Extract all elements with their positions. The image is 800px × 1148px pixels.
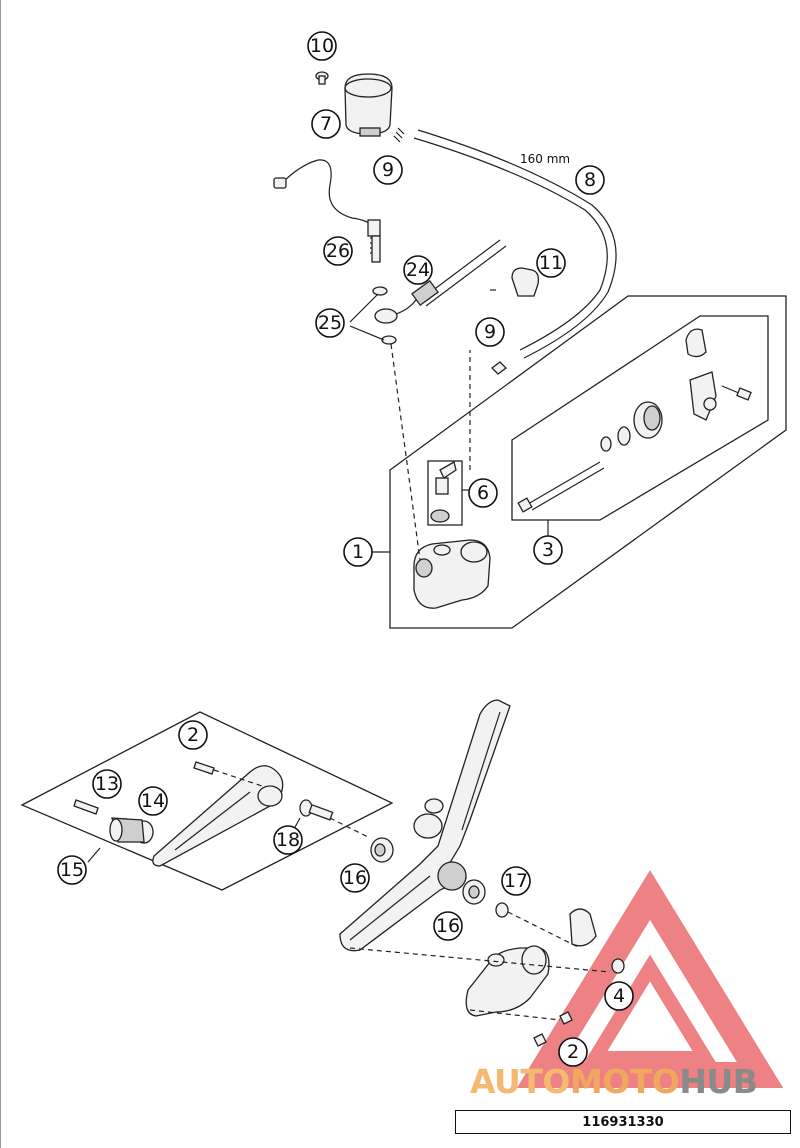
banjo-fitting [374,308,398,324]
assembly-frame-3 [511,315,769,521]
callout-8: 8 [575,165,605,195]
connector-frame [427,460,463,526]
brake-lever [152,765,284,867]
washer-top [372,286,388,296]
svg-text:16: 16 [436,915,460,937]
brake-line [411,239,507,307]
watermark-triangle [516,870,784,1088]
screw-2-lower [533,1033,547,1047]
cap-screw [315,71,329,85]
watermark-part2: MOTO [569,1062,680,1101]
callout-26: 26 [323,236,353,266]
callout-9-lower: 9 [475,317,505,347]
hose-clamp-upper [393,127,405,143]
svg-text:2: 2 [187,724,199,746]
svg-text:7: 7 [320,113,332,135]
callout-16-lower: 16 [433,911,463,941]
part-number-box: 116931330 [455,1110,791,1134]
svg-text:2: 2 [567,1041,579,1063]
reservoir-connector [430,461,457,523]
sensor-cable [281,159,373,226]
svg-text:8: 8 [584,169,596,191]
svg-text:9: 9 [484,321,496,343]
callout-6: 6 [468,478,498,508]
bushing-16-lower-inner [468,885,480,899]
svg-text:24: 24 [406,259,430,281]
svg-text:10: 10 [310,35,334,57]
sensor-plug [273,177,287,189]
lower-master-cylinder [465,908,597,1017]
watermark-part3: HUB [679,1062,758,1101]
master-cylinder [413,539,491,609]
sensor-switch [367,219,381,263]
hose-clamp-lower [491,361,507,375]
svg-text:18: 18 [276,829,300,851]
svg-text:11: 11 [539,252,563,274]
leader-dash-1 [390,343,421,561]
pivot-pin [299,799,334,821]
svg-text:3: 3 [542,539,554,561]
callout-9-upper: 9 [373,155,403,185]
svg-text:13: 13 [95,773,119,795]
svg-text:4: 4 [613,985,625,1007]
callout-4: 4 [604,981,634,1011]
assembly-frame-1 [389,295,787,629]
svg-text:26: 26 [326,240,350,262]
svg-text:9: 9 [382,159,394,181]
reservoir [344,73,393,137]
svg-text:15: 15 [60,859,84,881]
callout-1: 1 [343,537,373,567]
bushing-16-upper-inner [374,843,386,857]
washer-17 [495,902,509,918]
nut-lower [559,1011,573,1025]
reservoir-hose-edge [417,129,617,359]
svg-text:14: 14 [141,790,165,812]
svg-text:1: 1 [352,541,364,563]
watermark-logo: AUTOMOTOHUB [470,1062,800,1106]
callout-17: 17 [501,866,531,896]
screw-13 [73,799,99,815]
callout-10: 10 [307,31,337,61]
callout-11: 11 [536,248,566,278]
washer-bottom [381,335,397,345]
reservoir-hose [413,137,608,351]
svg-text:6: 6 [477,482,489,504]
callout-15: 15 [57,855,87,885]
callout-2-upper: 2 [178,720,208,750]
callout-25: 25 [315,308,345,338]
callout-16-upper: 16 [340,863,370,893]
callout-7: 7 [311,109,341,139]
svg-text:16: 16 [343,867,367,889]
callout-2-lower: 2 [558,1037,588,1067]
piston-kit [517,328,752,513]
watermark-part1: AUTO [470,1062,570,1101]
footrest-bracket [339,699,511,952]
screw-2-upper [193,761,215,775]
hose-length-label: 160 mm [520,152,570,166]
callout-24: 24 [403,255,433,285]
callout-13: 13 [92,769,122,799]
svg-text:25: 25 [318,312,342,334]
footpeg-rubber [109,817,154,844]
svg-text:17: 17 [504,870,528,892]
nut-4 [611,958,625,974]
callout-3: 3 [533,535,563,565]
hose-clip [511,267,540,297]
callout-18: 18 [273,825,303,855]
left-border [0,0,1,1148]
callout-14: 14 [138,786,168,816]
part-number: 116931330 [582,1114,664,1130]
